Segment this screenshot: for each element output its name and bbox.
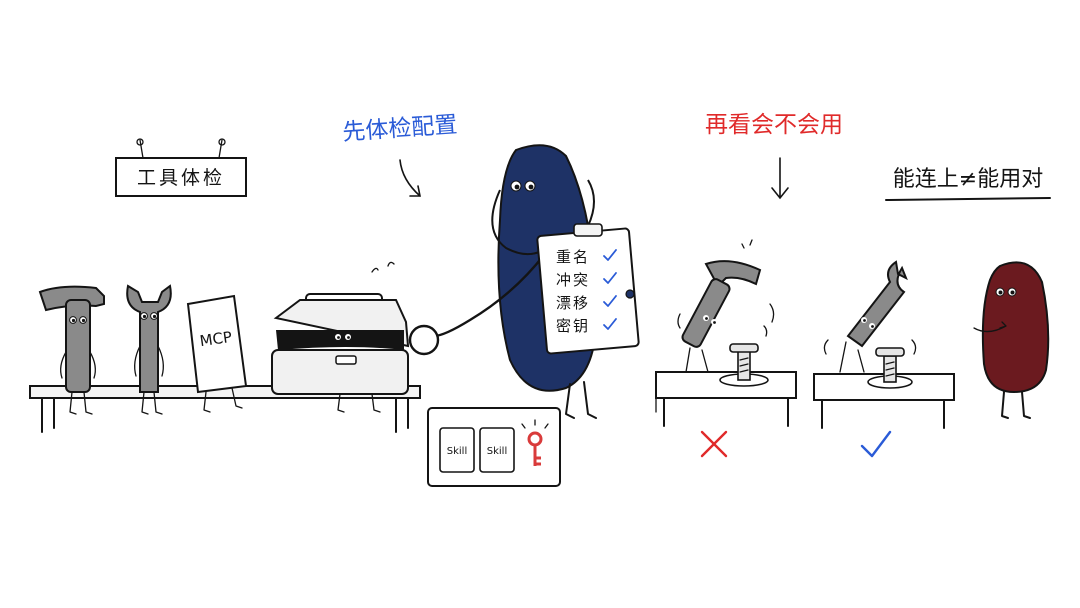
check-icon	[603, 249, 617, 261]
check-icon	[603, 272, 617, 284]
center-caption: 先体检配置	[342, 112, 459, 146]
pass-mark-icon	[860, 430, 892, 458]
key-icon	[521, 419, 549, 466]
skill-box: Skill Skill	[427, 407, 561, 487]
caption-underline	[885, 197, 1051, 201]
skill-card-2: Skill	[487, 446, 507, 457]
checklist-item-label: 冲突	[556, 271, 590, 289]
check-icon	[603, 295, 617, 307]
hammer-character	[38, 285, 105, 415]
center-caption-arrow	[399, 159, 421, 197]
far-right-caption: 能连上≠能用对	[893, 167, 1043, 192]
test-table-fail	[655, 239, 797, 427]
checklist-item-label: 重名	[556, 248, 590, 266]
test-table-pass	[813, 260, 955, 429]
fail-mark-icon	[700, 430, 728, 458]
right-caption: 再看会不会用	[705, 112, 843, 138]
hanging-sign: 工具体检	[115, 138, 247, 197]
sign-text: 工具体检	[137, 167, 225, 189]
right-caption-arrow	[771, 157, 789, 200]
checklist-item-label: 漂移	[556, 294, 590, 312]
checklist-item-label: 密钥	[556, 317, 590, 335]
mcp-label: MCP	[199, 328, 234, 350]
skill-card-1: Skill	[447, 446, 467, 457]
check-icon	[603, 318, 617, 330]
mcp-card-character: MCP	[186, 294, 248, 413]
toolbox-character	[271, 261, 410, 413]
wrench-character	[126, 284, 172, 415]
observer-character	[973, 261, 1050, 419]
